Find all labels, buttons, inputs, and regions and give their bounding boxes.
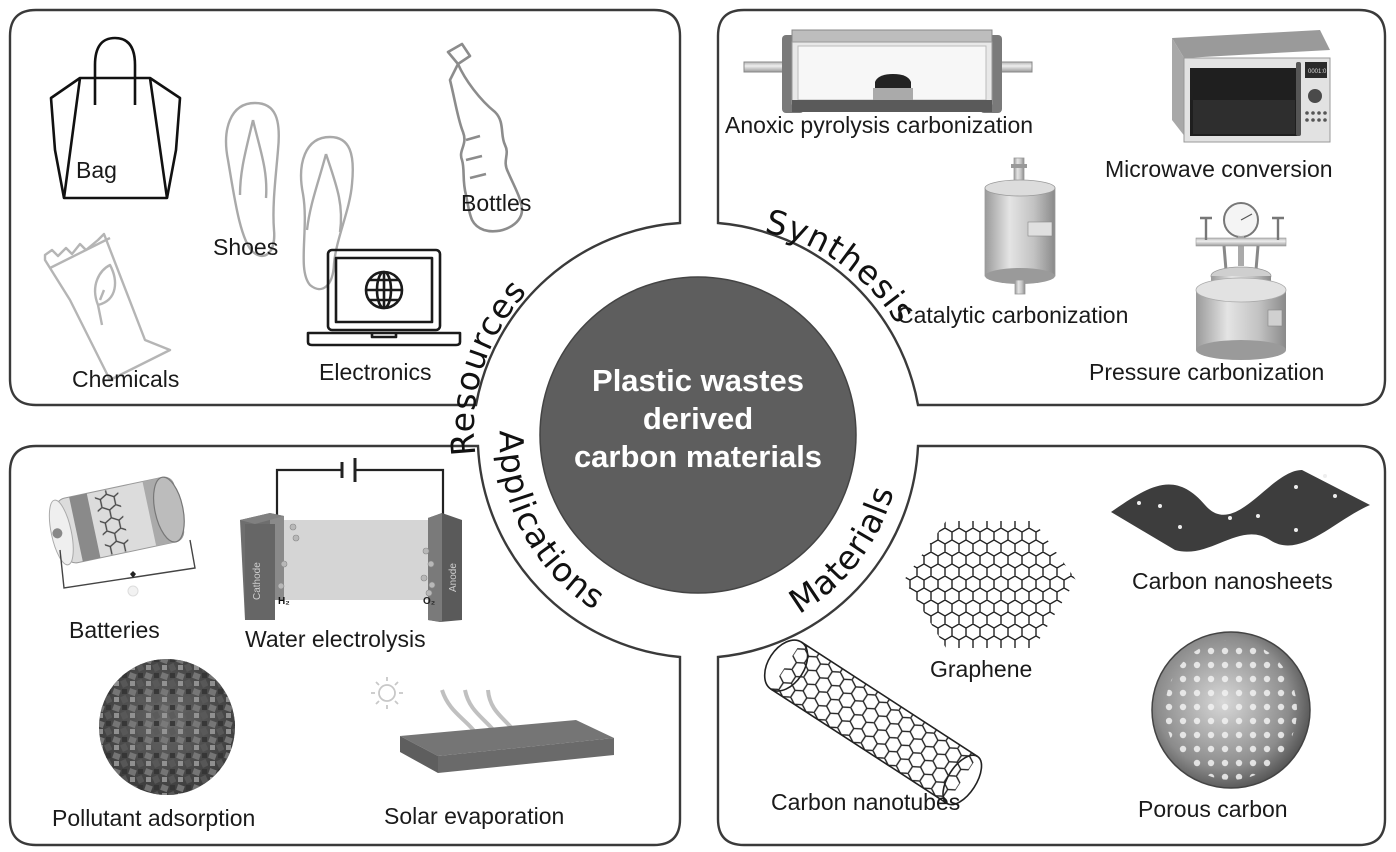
battery-icon <box>48 476 196 597</box>
label-porous-carbon: Porous carbon <box>1138 796 1288 822</box>
flip-flops-icon <box>224 101 354 291</box>
label-graphene: Graphene <box>930 656 1033 682</box>
label-shoes: Shoes <box>213 234 279 260</box>
cathode-label: Cathode <box>252 562 263 600</box>
microwave-display: 0001:0 <box>1308 69 1327 75</box>
h2-label: H₂ <box>278 596 290 607</box>
label-pollutant-adsorption: Pollutant adsorption <box>52 805 256 831</box>
panel-resources <box>8 8 682 407</box>
label-microwave-conversion: Microwave conversion <box>1105 156 1333 182</box>
center-title-line-2: derived <box>642 401 754 436</box>
label-solar-evaporation: Solar evaporation <box>384 803 565 829</box>
electrolysis-cell-icon: Cathode Anode H₂ O₂ <box>240 458 462 622</box>
adsorbent-sphere-icon <box>99 659 235 795</box>
center-title-line-1: Plastic wastes <box>592 363 804 398</box>
laptop-icon <box>306 248 462 347</box>
label-pressure-carbonization: Pressure carbonization <box>1089 359 1325 385</box>
center-title-line-3: carbon materials <box>573 439 823 474</box>
anode-label: Anode <box>448 563 459 592</box>
catalytic-reactor-icon <box>984 157 1056 295</box>
label-chemicals: Chemicals <box>72 366 180 392</box>
center-circle <box>539 276 857 594</box>
label-bottles: Bottles <box>461 190 532 216</box>
label-bag: Bag <box>76 157 117 183</box>
o2-label: O₂ <box>423 596 435 607</box>
nanosheet-icon <box>1111 470 1370 552</box>
solar-evaporator-icon <box>371 677 614 773</box>
porous-sphere-icon <box>1151 631 1311 789</box>
microwave-icon: 0001:0 <box>1172 30 1331 143</box>
label-carbon-nanosheets: Carbon nanosheets <box>1132 568 1333 594</box>
bag-icon <box>49 36 182 200</box>
tube-furnace-icon <box>743 29 1033 113</box>
label-water-electrolysis: Water electrolysis <box>245 626 426 652</box>
center-title: Plastic wastes derived carbon materials <box>540 362 856 476</box>
label-electronics: Electronics <box>319 359 432 385</box>
label-carbon-nanotubes: Carbon nanotubes <box>771 789 961 815</box>
pressure-reactor-icon <box>1195 202 1287 360</box>
label-batteries: Batteries <box>69 617 160 643</box>
label-catalytic-carbonization: Catalytic carbonization <box>897 302 1129 328</box>
chemical-bag-icon <box>43 232 172 382</box>
sun-icon <box>371 677 403 709</box>
bottle-icon <box>446 42 524 233</box>
label-anoxic-pyrolysis: Anoxic pyrolysis carbonization <box>725 112 1034 138</box>
nanotube-icon <box>763 639 983 806</box>
